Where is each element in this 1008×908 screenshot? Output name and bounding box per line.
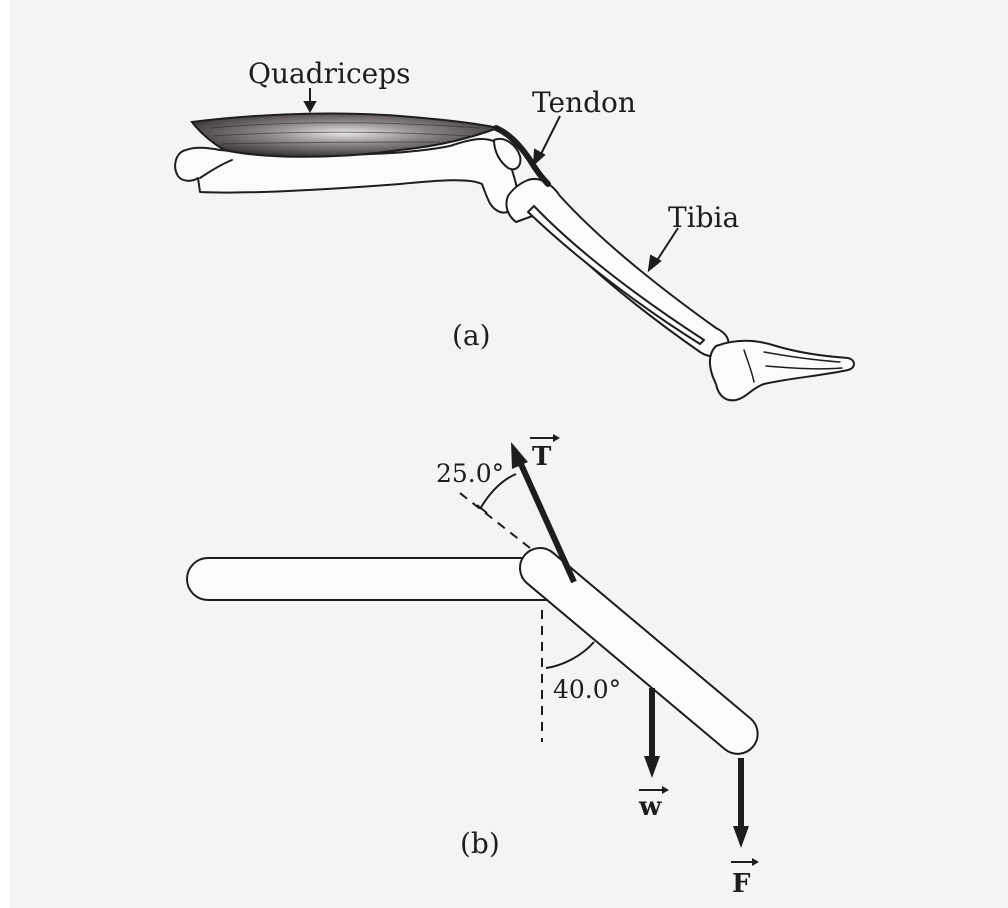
shin-rod <box>519 547 759 755</box>
muscle-fibers <box>209 122 481 145</box>
caption-a: (a) <box>452 319 491 352</box>
force-f-arrowhead <box>733 826 749 848</box>
label-force: F <box>732 869 751 899</box>
force-vectors <box>511 442 749 848</box>
thigh-rod <box>186 557 561 601</box>
tension-vector <box>517 460 577 584</box>
fibula-bone <box>527 205 705 345</box>
foot-bones <box>709 339 855 402</box>
weight-arrowhead <box>644 756 660 778</box>
vector-label-weight: w <box>638 786 669 822</box>
label-angle-leg: 40.0° <box>553 675 621 704</box>
tension-arrowhead <box>511 442 528 469</box>
vector-label-force: F <box>731 858 759 899</box>
tendon <box>493 125 551 187</box>
angle-arcs <box>479 473 595 669</box>
caption-b: (b) <box>460 827 500 860</box>
label-quadriceps: Quadriceps <box>248 57 411 90</box>
scan-edge <box>0 0 10 908</box>
anatomy-figure <box>174 138 855 402</box>
vector-label-tension: T <box>530 434 560 472</box>
label-angle-tendon: 25.0° <box>436 459 504 488</box>
label-tendon: Tendon <box>532 86 636 119</box>
label-leaders-a <box>303 88 679 273</box>
label-weight: w <box>638 792 662 822</box>
reference-lines <box>455 489 543 742</box>
label-tibia: Tibia <box>668 201 739 234</box>
patella-bone <box>493 138 522 171</box>
angle-tick <box>476 504 488 514</box>
label-tension: T <box>532 442 552 472</box>
